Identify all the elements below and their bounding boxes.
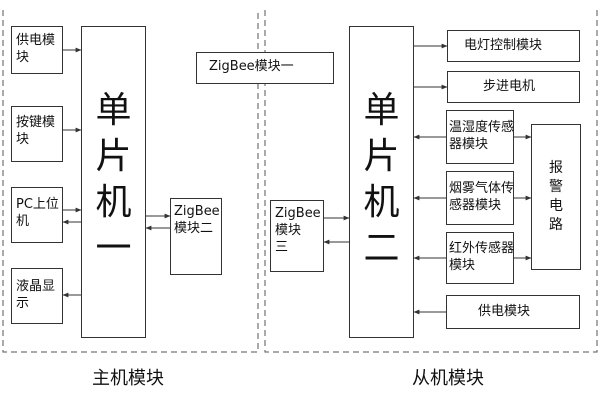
mcu-one-label: 单 片 机 一 (95, 90, 132, 269)
lamp-control-label: 电灯控制模块 (464, 38, 543, 53)
host-module-frame (2, 10, 259, 353)
slave-power-label: 供电模块 (478, 304, 531, 319)
slave-module-caption: 从机模块 (412, 368, 484, 389)
host-power-label: 供电模 块 (16, 33, 56, 65)
stepper-motor-label: 步进电机 (483, 79, 536, 94)
pc-host-label: PC上位 机 (16, 197, 59, 229)
stepper-motor-module (447, 71, 580, 103)
zigbee-module-three-box (270, 200, 324, 272)
host-power-module (11, 26, 63, 74)
lcd-module (11, 268, 63, 324)
smoke-sensor-label: 烟雾气体传 感器模块 (449, 181, 515, 213)
zigbee-module-one-box (196, 52, 334, 84)
mcu-two-box (349, 26, 414, 338)
keys-module (11, 106, 63, 162)
keys-label: 按键模 块 (16, 115, 56, 147)
zigbee-module-two-box (170, 198, 222, 275)
humidity-sensor-module (446, 110, 514, 164)
zigbee-module-three-label: ZigBee 模块 三 (275, 206, 321, 255)
pc-host-module (11, 187, 63, 243)
infrared-sensor-module (446, 232, 514, 284)
infrared-sensor-label: 红外传感器 模块 (449, 241, 515, 273)
mcu-two-label: 单 片 机 二 (363, 90, 400, 269)
zigbee-module-two-label: ZigBee 模块二 (174, 204, 220, 236)
host-module-caption: 主机模块 (92, 368, 164, 389)
slave-power-module (446, 295, 580, 329)
slave-module-frame (264, 10, 598, 353)
lamp-control-module (447, 30, 580, 62)
alarm-circuit-label: 报 警 电 路 (549, 160, 563, 233)
smoke-sensor-module (446, 171, 514, 225)
alarm-circuit-box (531, 124, 581, 270)
mcu-one-box (81, 26, 146, 338)
humidity-sensor-label: 温湿度传感 器模块 (449, 120, 515, 152)
zigbee-module-one-label: ZigBee模块一 (209, 59, 294, 74)
lcd-label: 液晶显 示 (16, 279, 56, 311)
